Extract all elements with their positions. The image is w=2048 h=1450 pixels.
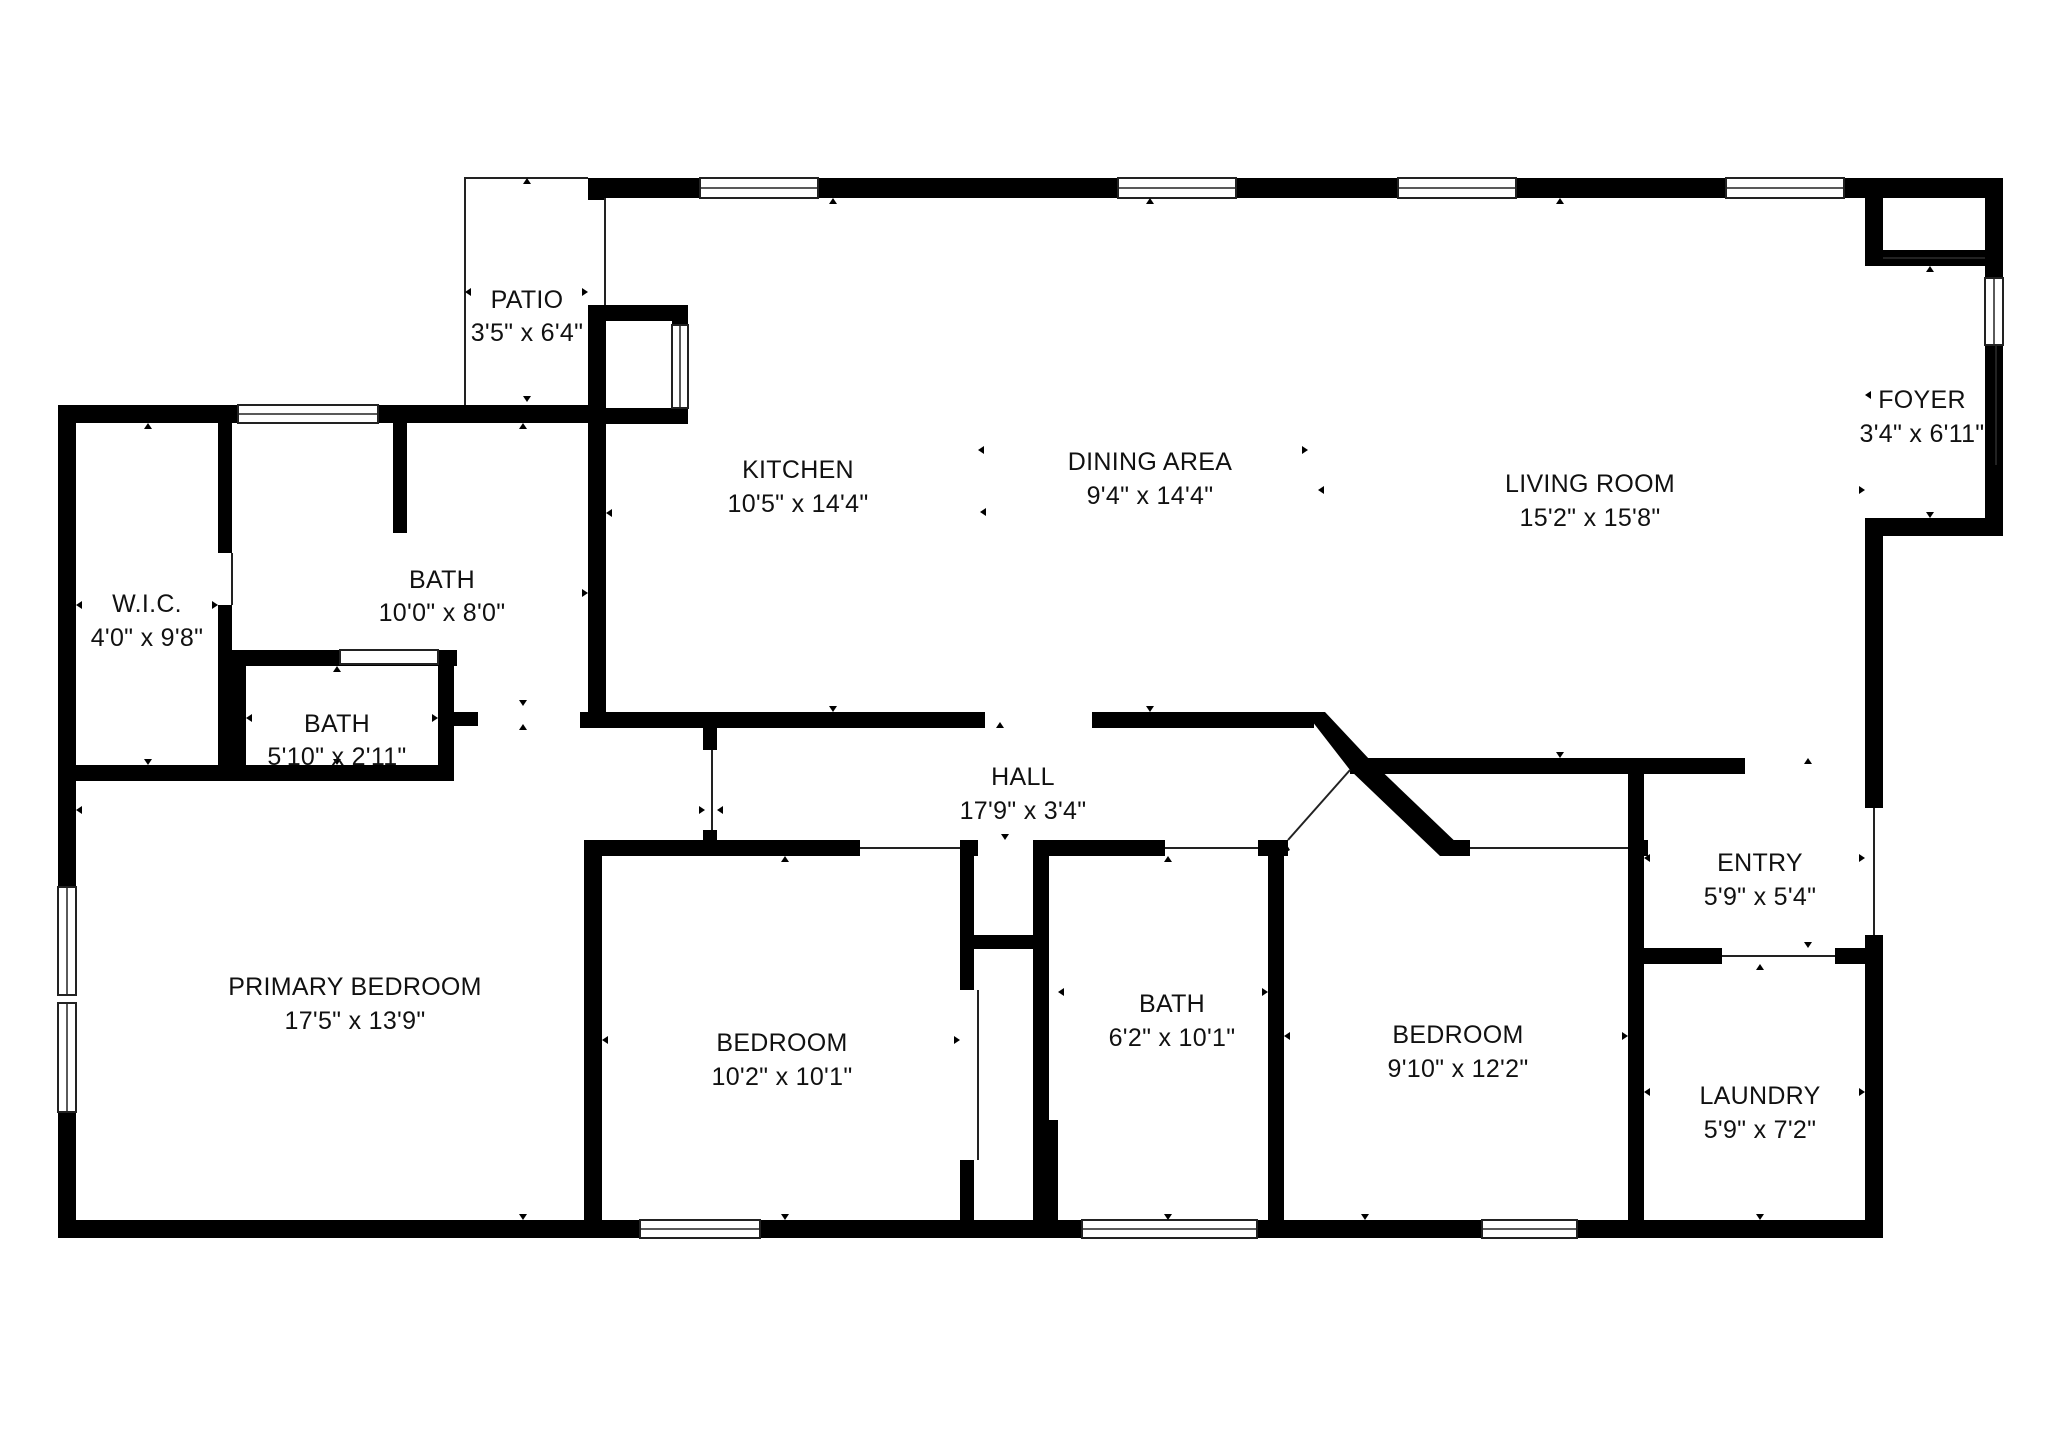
room-dimensions: 5'10" x 2'11"	[267, 743, 406, 771]
room-dimensions: 3'4" x 6'11"	[1860, 420, 1985, 448]
room-laundry: LAUNDRY 5'9" x 7'2"	[1699, 1082, 1820, 1144]
room-entry: ENTRY 5'9" x 5'4"	[1704, 849, 1817, 911]
room-name: FOYER	[1878, 386, 1966, 414]
room-dining-area: DINING AREA 9'4" x 14'4"	[1068, 448, 1232, 510]
room-name: BATH	[409, 566, 475, 594]
room-dimensions: 5'9" x 7'2"	[1704, 1116, 1817, 1144]
room-name: BEDROOM	[1392, 1021, 1523, 1049]
room-dimensions: 15'2" x 15'8"	[1519, 504, 1660, 532]
walls	[58, 178, 2003, 1238]
room-patio: PATIO 3'5" x 6'4"	[471, 286, 584, 347]
room-dimensions: 10'0" x 8'0"	[379, 599, 506, 627]
room-foyer: FOYER 3'4" x 6'11"	[1860, 386, 1985, 448]
room-living-room: LIVING ROOM 15'2" x 15'8"	[1505, 470, 1675, 532]
room-primary-bath: BATH 10'0" x 8'0"	[379, 566, 506, 627]
room-dimensions: 17'5" x 13'9"	[284, 1007, 425, 1035]
room-name: BATH	[304, 710, 370, 738]
room-dimensions: 10'5" x 14'4"	[727, 490, 868, 518]
room-name: DINING AREA	[1068, 448, 1232, 476]
room-name: LAUNDRY	[1699, 1082, 1820, 1110]
room-name: PATIO	[491, 286, 564, 314]
room-name: HALL	[991, 763, 1055, 791]
room-small-bath: BATH 5'10" x 2'11"	[267, 710, 406, 771]
measurement-markers	[76, 178, 1934, 1220]
room-dimensions: 5'9" x 5'4"	[1704, 883, 1817, 911]
doors	[231, 198, 1997, 1160]
room-name: LIVING ROOM	[1505, 470, 1675, 498]
room-dimensions: 9'4" x 14'4"	[1087, 482, 1214, 510]
room-dimensions: 17'9" x 3'4"	[960, 797, 1087, 825]
room-dimensions: 9'10" x 12'2"	[1387, 1055, 1528, 1083]
room-bath-2: BATH 6'2" x 10'1"	[1109, 990, 1236, 1052]
room-wic: W.I.C. 4'0" x 9'8"	[91, 590, 204, 652]
room-name: W.I.C.	[112, 590, 182, 618]
room-dimensions: 4'0" x 9'8"	[91, 624, 204, 652]
room-dimensions: 6'2" x 10'1"	[1109, 1024, 1236, 1052]
windows	[57, 177, 2004, 1239]
room-name: BATH	[1139, 990, 1205, 1018]
room-dimensions: 3'5" x 6'4"	[471, 319, 584, 347]
room-name: KITCHEN	[742, 456, 854, 484]
room-dimensions: 10'2" x 10'1"	[711, 1063, 852, 1091]
room-hall: HALL 17'9" x 3'4"	[960, 763, 1087, 825]
room-name: BEDROOM	[716, 1029, 847, 1057]
room-kitchen: KITCHEN 10'5" x 14'4"	[727, 456, 868, 518]
room-primary-bedroom: PRIMARY BEDROOM 17'5" x 13'9"	[228, 973, 482, 1035]
room-bedroom-2: BEDROOM 9'10" x 12'2"	[1387, 1021, 1528, 1083]
room-name: PRIMARY BEDROOM	[228, 973, 482, 1001]
room-bedroom-1: BEDROOM 10'2" x 10'1"	[711, 1029, 852, 1091]
room-name: ENTRY	[1717, 849, 1803, 877]
